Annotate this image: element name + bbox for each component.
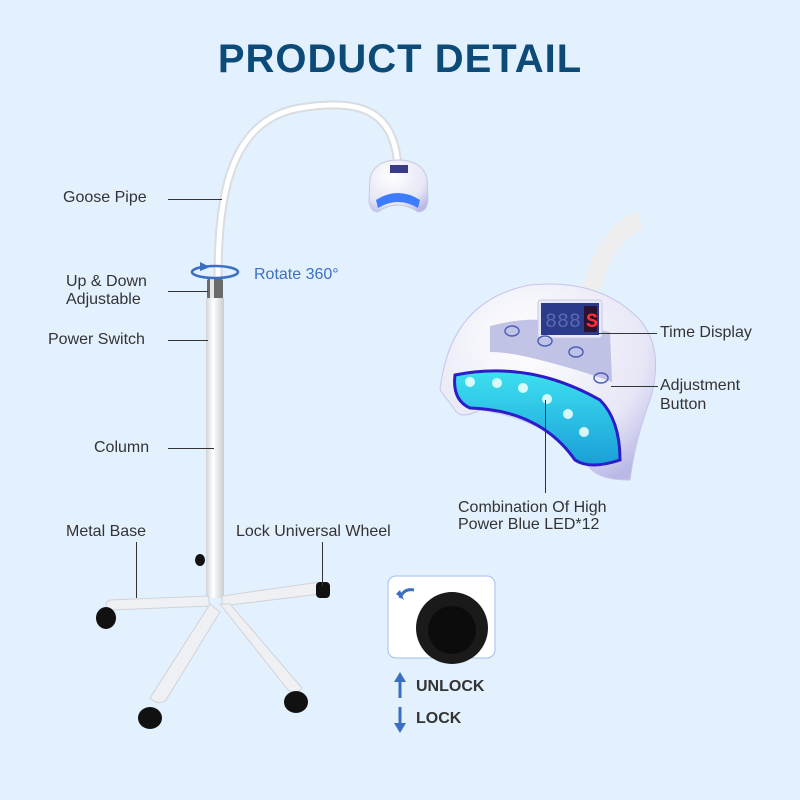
label-lock-wheel: Lock Universal Wheel bbox=[236, 523, 391, 540]
label-power-switch: Power Switch bbox=[48, 331, 145, 348]
unlock-arrow-icon bbox=[394, 672, 406, 682]
led-array bbox=[453, 369, 622, 467]
page-title: PRODUCT DETAIL bbox=[217, 37, 583, 81]
label-up-down-1: Up & Down bbox=[66, 273, 147, 290]
column bbox=[206, 298, 224, 598]
legend-unlock: UNLOCK bbox=[416, 678, 485, 695]
label-led-2: Power Blue LED*12 bbox=[458, 516, 600, 533]
label-time-display: Time Display bbox=[660, 324, 752, 341]
label-column: Column bbox=[94, 439, 150, 456]
lock-arrow-icon bbox=[394, 723, 406, 733]
label-rotate: Rotate 360° bbox=[254, 266, 339, 283]
legend-lock: LOCK bbox=[416, 710, 462, 727]
label-adjustment-1: Adjustment bbox=[660, 377, 741, 394]
label-up-down-2: Adjustable bbox=[66, 291, 141, 308]
rotate-arrow-icon bbox=[190, 264, 240, 280]
label-goose-pipe: Goose Pipe bbox=[63, 189, 147, 206]
label-adjustment-2: Button bbox=[660, 396, 707, 413]
label-metal-base: Metal Base bbox=[66, 523, 147, 540]
label-led-1: Combination Of High bbox=[458, 499, 607, 516]
svg-text:888: 888 bbox=[545, 311, 581, 334]
svg-text:S: S bbox=[586, 311, 598, 334]
